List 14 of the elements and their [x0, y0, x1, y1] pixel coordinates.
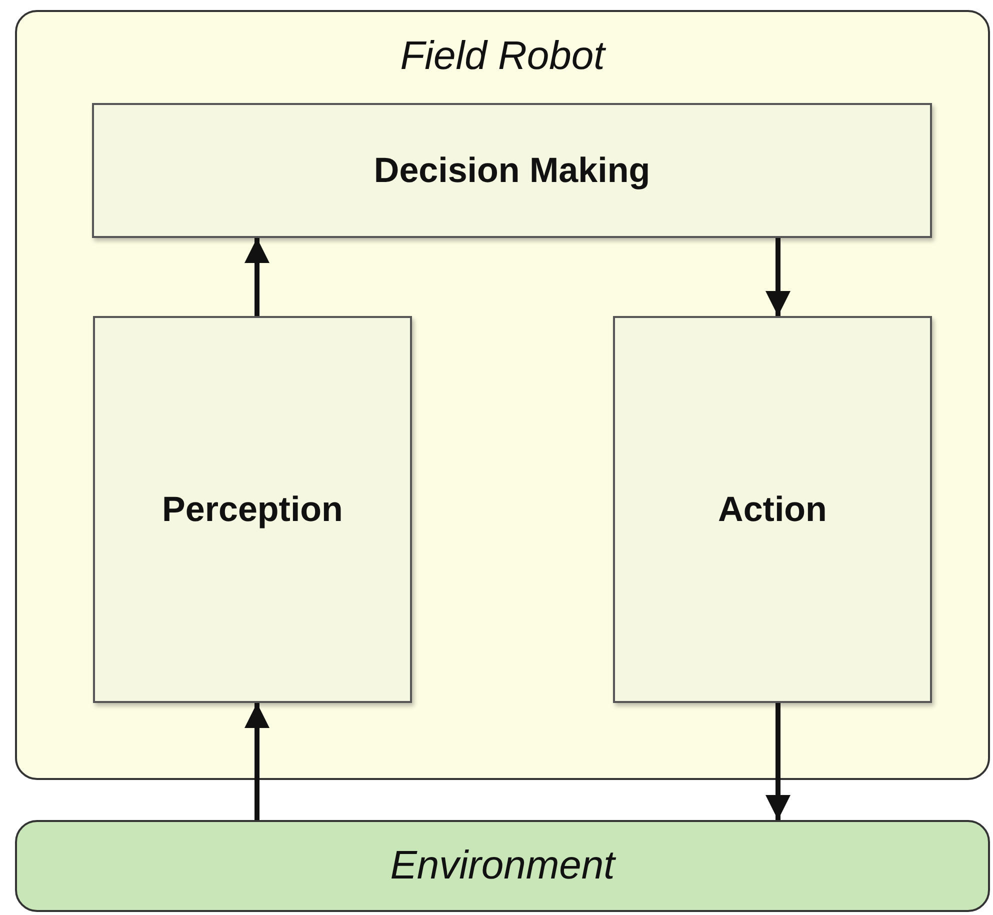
box-label: Perception	[162, 490, 343, 530]
process-box	[92, 103, 932, 238]
arrow	[766, 703, 790, 820]
arrow	[244, 703, 270, 820]
arrow	[244, 238, 270, 316]
box-label: Decision Making	[374, 150, 650, 190]
process-box	[613, 316, 932, 703]
environment-band	[15, 820, 990, 912]
box-label: Action	[718, 490, 827, 530]
process-box	[93, 316, 412, 703]
group-title: Field Robot	[400, 34, 605, 79]
arrow	[766, 238, 790, 316]
group-container	[15, 10, 990, 780]
band-label: Environment	[390, 844, 615, 888]
